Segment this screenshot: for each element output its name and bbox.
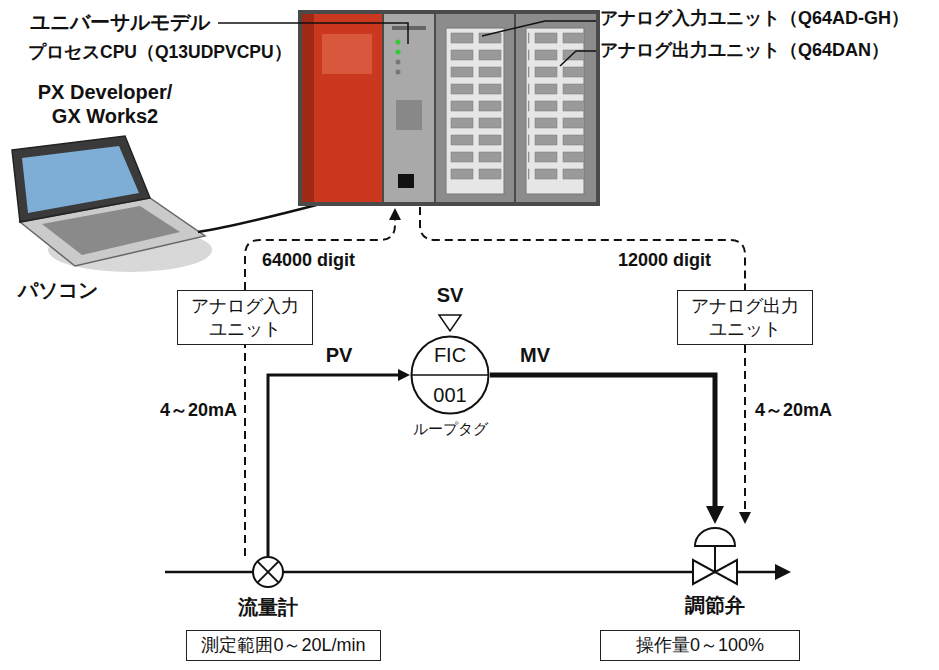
laptop-illustration — [12, 136, 212, 272]
analog-signal-wire — [744, 345, 746, 512]
spec-text: 測定範囲0～20L/min — [197, 634, 370, 657]
plc-illustration — [298, 10, 600, 206]
analog-input-box: アナログ入力 ユニット — [177, 290, 313, 345]
digit-value: 64000 digit — [262, 250, 355, 272]
analog-signal-wire — [244, 345, 246, 556]
plc-illustration — [322, 34, 372, 74]
setpoint-triangle — [439, 315, 461, 331]
plc-illustration — [526, 28, 584, 194]
flow-meter-symbol — [228, 556, 308, 590]
spec-text: 操作量0～100% — [611, 634, 789, 657]
plc-illustration — [396, 60, 401, 65]
range-box: 操作量0～100% — [600, 630, 800, 661]
flow-meter: 流量計 — [228, 556, 308, 621]
software-label: PX Developer/ GX Works2 — [30, 80, 180, 128]
plc-illustration — [528, 30, 584, 183]
plc-illustration — [396, 50, 401, 55]
setpoint-label: SV — [437, 283, 464, 307]
tag-text: FIC — [410, 335, 490, 375]
plc-illustration — [436, 14, 514, 202]
signal-label: PV — [326, 343, 353, 367]
analog-output-box: アナログ出力 ユニット — [677, 290, 813, 345]
leader-line — [560, 51, 596, 66]
control-valve-symbol — [695, 528, 735, 546]
tag-text: 001 — [410, 375, 490, 415]
flow-meter-symbol — [253, 557, 283, 587]
device-label: 調節弁 — [670, 592, 760, 619]
plc-illustration — [298, 10, 600, 206]
digit-value: 12000 digit — [618, 250, 711, 272]
control-valve-symbol — [715, 560, 737, 584]
plc-illustration — [446, 28, 504, 194]
plc-illustration — [384, 14, 434, 202]
signal-label: MV — [520, 343, 550, 367]
divider-line — [412, 374, 489, 376]
signal-label: 4～20mA — [160, 400, 237, 422]
range-box: 測定範囲0～20L/min — [186, 630, 381, 661]
control-valve-symbol — [714, 546, 716, 572]
leader-line — [218, 23, 408, 44]
control-valve-symbol — [670, 524, 760, 588]
device-label: パソコン — [18, 278, 98, 302]
plc-illustration — [398, 174, 414, 188]
control-valve-symbol — [693, 560, 715, 584]
laptop-illustration — [12, 136, 150, 222]
plc-illustration — [448, 30, 504, 183]
plc-illustration — [516, 14, 596, 202]
digital-signal-line — [245, 220, 395, 290]
loop-tag-circle: FIC001 — [410, 335, 490, 415]
box-text: アナログ入力 ユニット — [184, 295, 306, 340]
process-value-line — [268, 375, 398, 556]
loop-tag-label: ループタグ — [413, 420, 488, 438]
flow-meter-symbol — [257, 561, 278, 582]
plc-illustration — [392, 26, 426, 30]
model-label: ユニバーサルモデル — [30, 10, 210, 34]
signal-label: 4～20mA — [755, 400, 832, 422]
digital-signal-line — [245, 207, 745, 290]
plc-illustration — [302, 14, 314, 202]
control-valve: 調節弁 — [670, 524, 760, 619]
plc-illustration — [396, 70, 401, 75]
plc-illustration — [302, 14, 382, 202]
leader-line — [482, 21, 596, 36]
laptop-illustration — [22, 146, 139, 213]
module-callout: アナログ入力ユニット（Q64AD-GH） — [600, 8, 909, 30]
plc-illustration — [396, 100, 422, 130]
digital-signal-line — [420, 207, 745, 290]
flow-meter-symbol — [257, 561, 278, 582]
manipulated-value-line — [490, 375, 715, 506]
module-callout: アナログ出力ユニット（Q64DAN） — [600, 40, 889, 62]
box-text: アナログ出力 ユニット — [684, 295, 806, 340]
plc-illustration — [396, 40, 401, 45]
model-label: プロセスCPU（Q13UDPVCPU） — [28, 42, 292, 63]
device-label: 流量計 — [228, 594, 308, 621]
